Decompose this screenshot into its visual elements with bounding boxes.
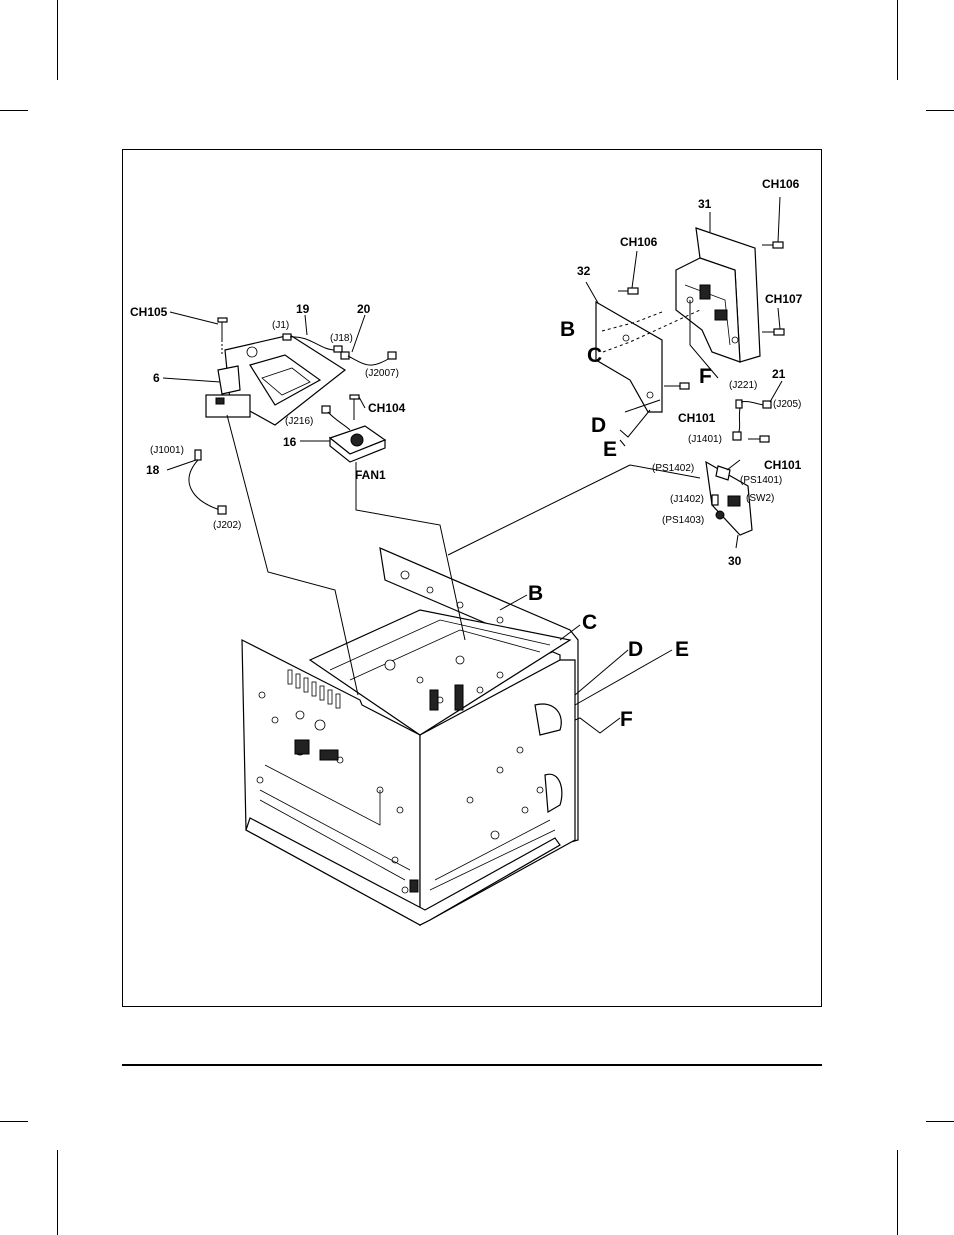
callout-e-lower: E (675, 638, 689, 661)
callout-f-upper: F (699, 365, 712, 388)
label-ps1401: (PS1401) (740, 475, 782, 486)
label-part-19: 19 (296, 302, 310, 316)
label-j18: (J18) (330, 333, 353, 344)
cable-part-21 (732, 399, 772, 441)
screw-ch106-lower (618, 287, 639, 295)
main-chassis-frame (241, 547, 579, 927)
label-j1401: (J1401) (688, 434, 722, 445)
label-part-21: 21 (772, 367, 786, 381)
labels: CH105 19 20 (J1) (J18) (J2007) 6 CH104 (… (130, 177, 803, 731)
figure-frame (122, 149, 822, 1007)
label-j2007: (J2007) (365, 368, 399, 379)
cable-part-19 (282, 333, 343, 353)
leader-lines (162, 196, 783, 734)
footer-rule (122, 1064, 822, 1066)
cable-part-18 (188, 449, 227, 515)
label-j1001: (J1001) (150, 445, 184, 456)
bracket-part-31 (675, 227, 761, 363)
label-ch107: CH107 (765, 292, 803, 306)
callout-c-upper: C (587, 344, 602, 367)
label-j221: (J221) (729, 380, 757, 391)
label-ps1402: (PS1402) (652, 463, 694, 474)
screw-ch101-lower (748, 435, 770, 443)
crop-mark-top-right-horizontal (926, 110, 954, 111)
callout-f-lower: F (620, 708, 633, 731)
label-j202: (J202) (213, 520, 241, 531)
crop-mark-top-right-vertical (897, 0, 898, 80)
callout-d-upper: D (591, 414, 606, 437)
plate-part-32 (595, 300, 663, 413)
label-ch105: CH105 (130, 305, 168, 319)
crop-mark-bottom-left-horizontal (0, 1121, 28, 1122)
screw-ch101-upper (664, 382, 690, 390)
crop-mark-bottom-right-vertical (897, 1150, 898, 1235)
callout-c-lower: C (582, 611, 597, 634)
callout-b-upper: B (560, 318, 575, 341)
callout-e-upper: E (603, 438, 617, 461)
crop-mark-top-left-vertical (57, 0, 58, 80)
label-ch101-lower: CH101 (764, 458, 802, 472)
label-j216: (J216) (285, 416, 313, 427)
label-part-20: 20 (357, 302, 371, 316)
label-sw2: (SW2) (746, 493, 774, 504)
label-ch104: CH104 (368, 401, 406, 415)
label-ch106-upper: CH106 (762, 177, 800, 191)
crop-mark-top-left-horizontal (0, 110, 28, 111)
sensor-board-part-30 (705, 460, 753, 536)
label-j205: (J205) (773, 399, 801, 410)
label-part-31: 31 (698, 197, 712, 211)
cable-part-20 (340, 351, 397, 366)
controller-assembly-part-6 (205, 334, 347, 426)
crop-mark-bottom-left-vertical (57, 1150, 58, 1235)
screw-ch105 (217, 317, 228, 355)
label-part-18: 18 (146, 463, 160, 477)
fan-part-16 (321, 405, 387, 463)
screw-ch104 (349, 394, 360, 420)
label-ch101-upper: CH101 (678, 411, 716, 425)
label-j1402: (J1402) (670, 494, 704, 505)
callout-b-lower: B (528, 582, 543, 605)
label-ch106-lower: CH106 (620, 235, 658, 249)
label-part-16: 16 (283, 435, 297, 449)
label-fan1: FAN1 (355, 468, 386, 482)
screw-ch106-upper (762, 241, 784, 249)
screw-ch107 (762, 328, 785, 336)
label-part-32: 32 (577, 264, 591, 278)
callout-d-lower: D (628, 638, 643, 661)
label-part-6: 6 (153, 371, 160, 385)
label-ps1403: (PS1403) (662, 515, 704, 526)
label-j1: (J1) (272, 320, 289, 331)
crop-mark-bottom-right-horizontal (926, 1121, 954, 1122)
label-part-30: 30 (728, 554, 742, 568)
